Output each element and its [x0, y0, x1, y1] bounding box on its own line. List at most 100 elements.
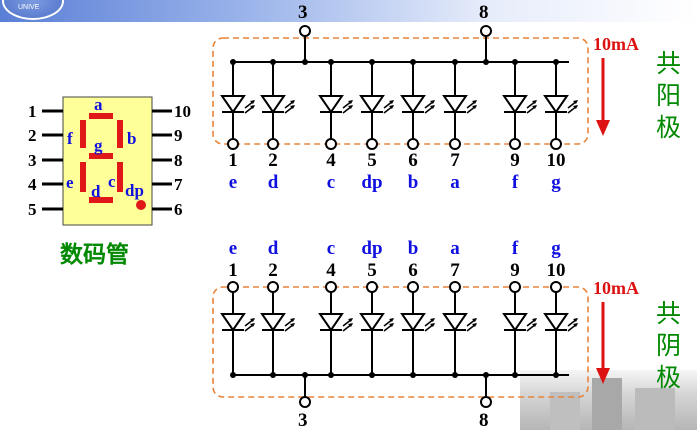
pin-terminal	[366, 281, 378, 293]
light-ray-head	[389, 323, 394, 327]
segment-label: a	[450, 172, 460, 193]
pin-label: 5	[367, 260, 377, 281]
led-triangle	[502, 313, 528, 332]
common-terminal	[480, 396, 492, 408]
led-diode: f9	[502, 238, 537, 378]
pin-terminal	[509, 138, 521, 150]
light-ray-head	[290, 105, 295, 109]
side-label-char: 共	[656, 299, 681, 328]
pin-terminal	[325, 281, 337, 293]
segment-label: e	[229, 172, 237, 193]
pin-label: 7	[450, 150, 460, 171]
pin-label: 1	[228, 260, 238, 281]
light-ray-head	[472, 318, 477, 322]
pin-label: 9	[510, 260, 520, 281]
pin-label: 9	[510, 150, 520, 171]
side-label-char: 阴	[656, 331, 681, 360]
pin-label: 2	[268, 150, 278, 171]
header-bar	[0, 0, 697, 22]
pin-terminal	[550, 138, 562, 150]
common-pin-label: 8	[479, 2, 489, 23]
led-diode: a7	[442, 238, 477, 378]
segment-label: dp	[361, 238, 382, 259]
segment-label: d	[268, 238, 279, 259]
segment-label: g	[94, 136, 103, 155]
light-ray-head	[348, 323, 353, 327]
pin-label: 7	[450, 260, 460, 281]
pin-terminal	[449, 138, 461, 150]
segment-label: a	[450, 238, 460, 259]
light-ray-head	[250, 100, 255, 104]
led-diode: 10g	[543, 59, 578, 193]
light-ray-head	[290, 318, 295, 322]
segment-label: b	[127, 129, 136, 148]
light-ray-head	[430, 105, 435, 109]
segment-label: g	[551, 172, 561, 193]
led-triangle	[543, 95, 569, 114]
side-label-char: 极	[656, 113, 681, 142]
light-ray-head	[430, 100, 435, 104]
pin-label: 1	[228, 150, 238, 171]
led-triangle	[359, 95, 385, 114]
pin-terminal	[407, 281, 419, 293]
dashed-enclosure	[212, 37, 589, 145]
common-pin-label: 3	[298, 2, 308, 23]
pin-label: 6	[408, 260, 418, 281]
light-ray-head	[430, 318, 435, 322]
light-ray-head	[250, 105, 255, 109]
display-pin-label: 5	[28, 200, 37, 219]
segment-e	[80, 162, 86, 192]
light-ray-head	[389, 105, 394, 109]
segment-label: c	[327, 238, 335, 259]
led-triangle	[502, 95, 528, 114]
segment-g	[89, 153, 113, 159]
campus-building	[550, 392, 580, 430]
pin-terminal	[267, 138, 279, 150]
led-triangle	[260, 313, 286, 332]
pin-label: 2	[268, 260, 278, 281]
segment-label: b	[408, 238, 419, 259]
light-ray-head	[348, 100, 353, 104]
display-pin-label: 1	[28, 102, 37, 121]
segment-label: c	[108, 172, 116, 191]
segment-label: f	[512, 172, 519, 193]
segment-label: d	[91, 182, 101, 201]
campus-building	[635, 388, 675, 430]
pin-label: 4	[326, 150, 336, 171]
segment-label: d	[268, 172, 279, 193]
led-diode: 5dp	[359, 59, 394, 193]
pin-label: 10	[547, 150, 566, 171]
led-diode: 4c	[318, 59, 353, 193]
dashed-enclosure	[212, 286, 589, 398]
led-diode: dp5	[359, 238, 394, 378]
segment-label: g	[551, 238, 561, 259]
led-triangle	[400, 95, 426, 114]
led-diode: 7a	[442, 59, 477, 193]
led-triangle	[442, 313, 468, 332]
led-triangle	[220, 95, 246, 114]
light-ray-head	[430, 323, 435, 327]
common-pin-label: 8	[479, 410, 489, 430]
current-label: 10mA	[593, 278, 639, 298]
led-triangle	[318, 313, 344, 332]
pin-label: 5	[367, 150, 377, 171]
led-triangle	[220, 313, 246, 332]
led-diode: d2	[260, 238, 295, 378]
light-ray-head	[348, 318, 353, 322]
pin-label: 4	[326, 260, 336, 281]
current-label: 10mA	[593, 34, 639, 54]
pin-terminal	[227, 281, 239, 293]
segment-b	[117, 120, 123, 148]
campus-photo	[520, 370, 697, 430]
led-triangle	[260, 95, 286, 114]
led-diode: 9f	[502, 59, 537, 193]
segment-label: e	[229, 238, 237, 259]
current-arrow-head	[596, 120, 610, 136]
led-triangle	[359, 313, 385, 332]
light-ray-head	[532, 105, 537, 109]
display-pin-label: 2	[28, 126, 37, 145]
